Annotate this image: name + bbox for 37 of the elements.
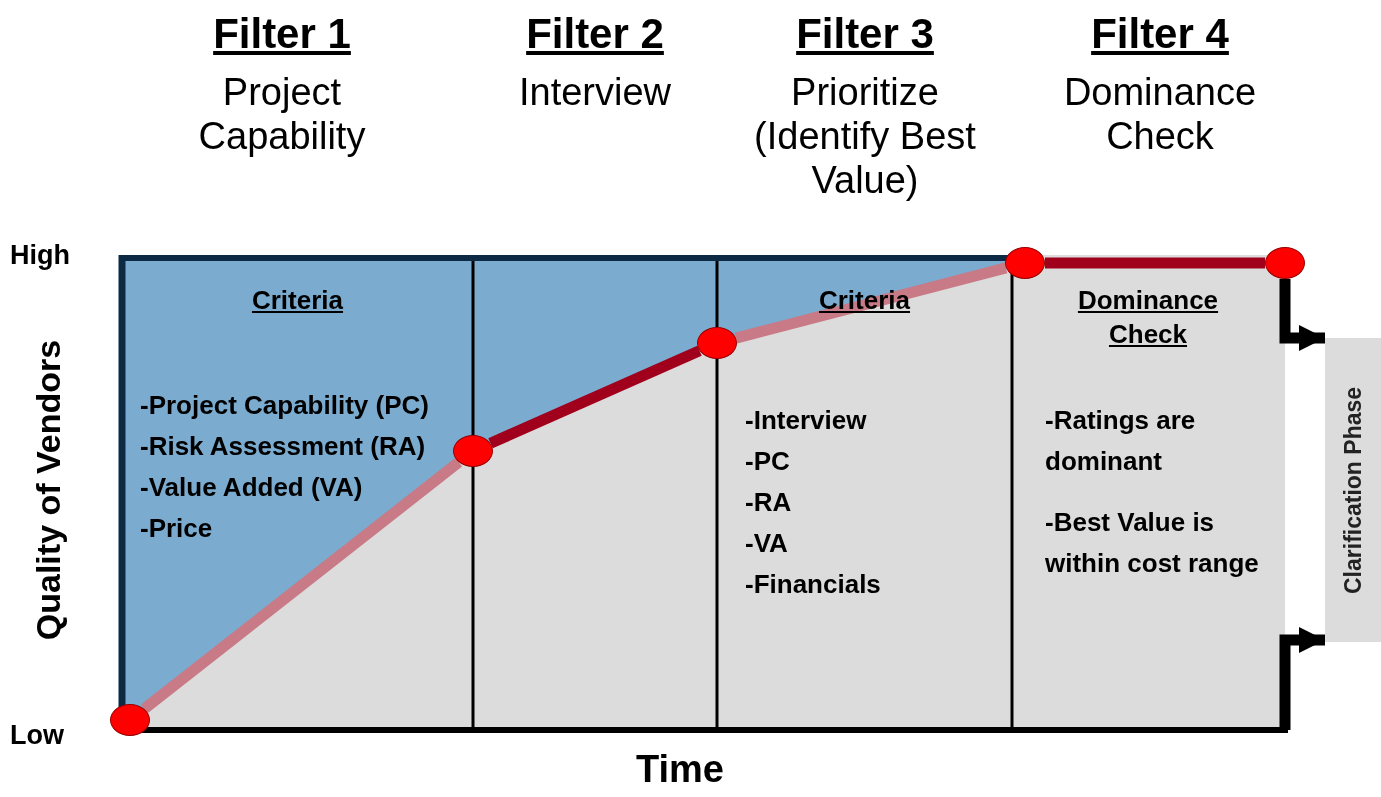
axis-title: Time [635,748,725,791]
trend-line [734,262,1008,344]
milestone-dot [110,704,150,736]
filter-heading: Filter 1 [212,9,352,59]
trend-line [1045,257,1265,269]
criteria-item: -Project Capability (PC) [140,389,430,422]
panel-heading: Dominance Check [1076,284,1220,351]
panel-heading: Criteria [817,284,911,317]
criteria-item: -Price [140,512,214,545]
criteria-item: -Best Value is within cost range [1045,506,1260,580]
filter-subtitle: Project Capability [197,70,367,158]
phase-box [1325,338,1381,642]
filter-heading: Filter 4 [1090,9,1230,59]
milestone-dot [1265,247,1305,279]
filter-subtitle: Dominance Check [1062,70,1258,158]
criteria-item: -Risk Assessment (RA) [140,430,427,463]
axis-title: Quality of Vendors [28,339,68,641]
arrow [1279,279,1325,351]
panel-heading: Criteria [250,284,344,317]
filter-subtitle: Prioritize (Identify Best Value) [753,70,977,202]
filter-heading: Filter 2 [525,9,665,59]
criteria-item: -PC [745,445,791,478]
arrow [1279,627,1325,730]
criteria-item: -VA [745,527,789,560]
filter-heading: Filter 3 [795,9,935,59]
phase-label: Clarification Phase [1340,385,1366,596]
filter-subtitle: Interview [517,70,673,114]
criteria-item: -Value Added (VA) [140,471,364,504]
criteria-item: -Interview [745,404,868,437]
trend-line [488,345,702,449]
axis-tick-label: Low [10,720,65,751]
criteria-item: -Ratings are dominant [1045,404,1197,478]
trend-line [140,457,463,714]
criteria-item: -Financials [745,568,882,601]
axis-tick-label: High [10,240,71,271]
milestone-dot [1005,247,1045,279]
criteria-item: -RA [745,486,793,519]
